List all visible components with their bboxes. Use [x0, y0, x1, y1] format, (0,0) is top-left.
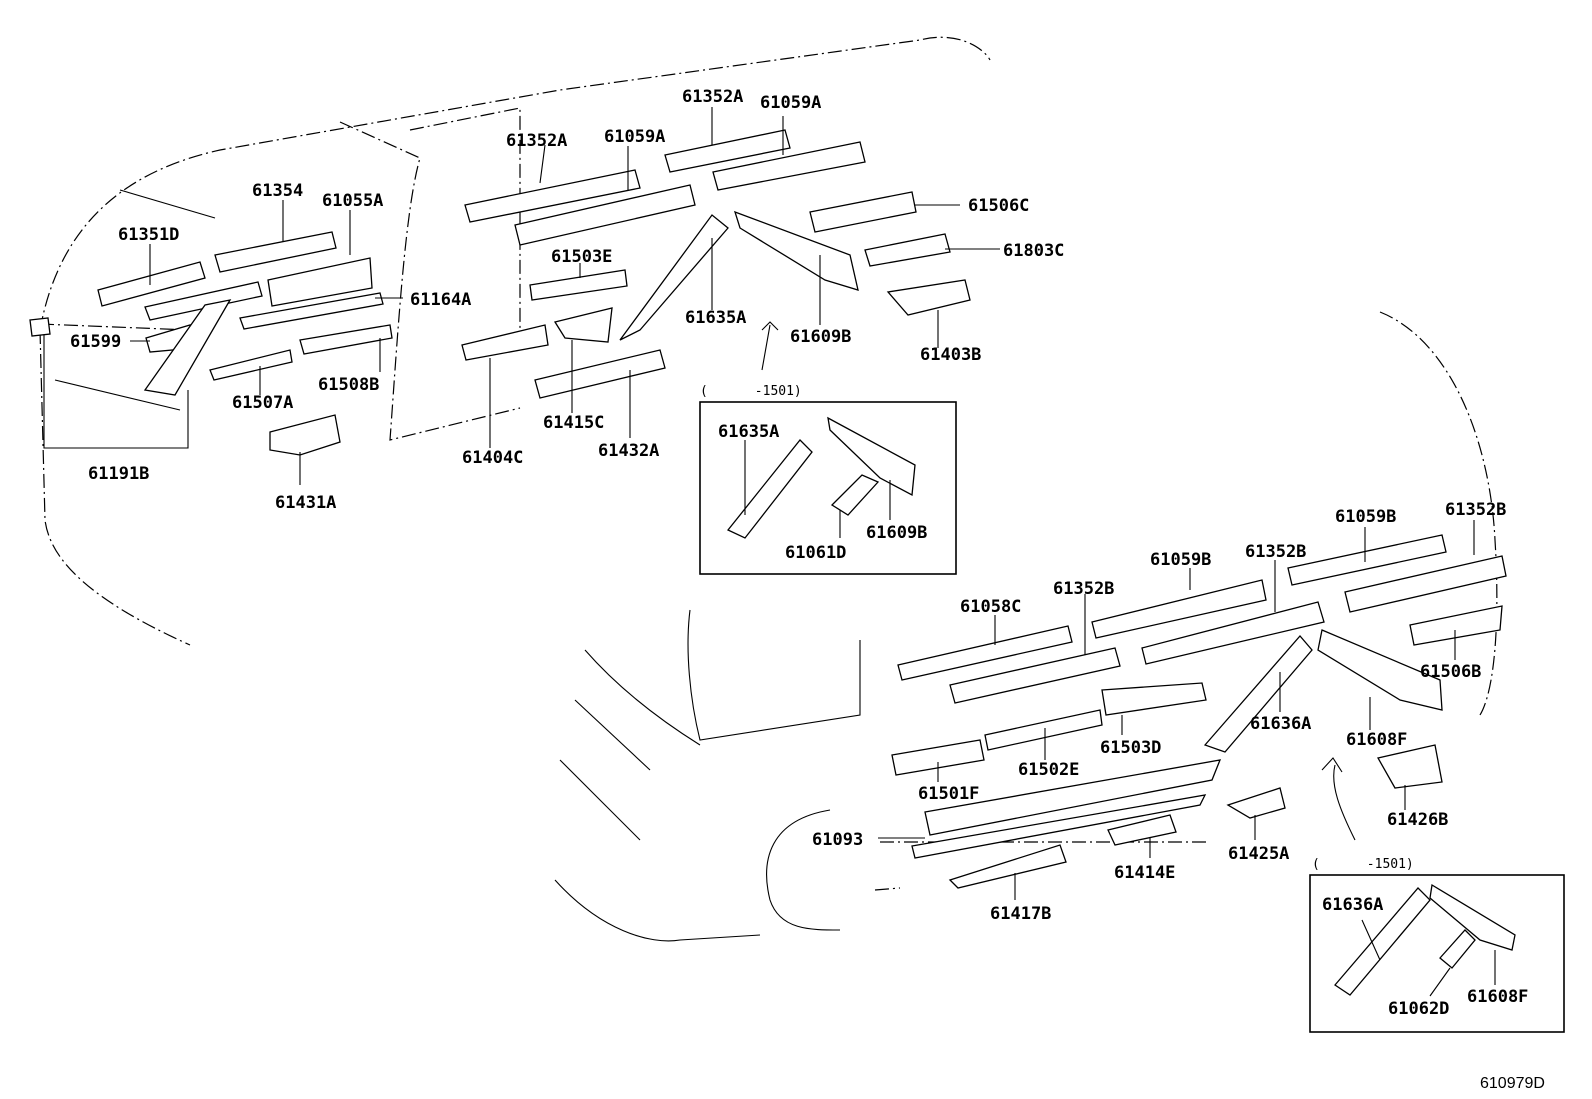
part-label: 61061D [785, 543, 846, 563]
part-label: 61636A [1322, 895, 1383, 915]
part-label: 61191B [88, 464, 149, 484]
part-label: 61352B [1245, 542, 1306, 562]
part-label: 61164A [410, 290, 471, 310]
part-label: 61059A [604, 127, 665, 147]
part-label: 61507A [232, 393, 293, 413]
part-label: 61506C [968, 196, 1029, 216]
inset-2-range: ( -1501) [1312, 857, 1414, 872]
part-label: 61352A [682, 87, 743, 107]
part-label: 61059B [1150, 550, 1211, 570]
part-label: 61352A [506, 131, 567, 151]
part-label: 61354 [252, 181, 303, 201]
part-label: 61635A [718, 422, 779, 442]
part-label: 61609B [790, 327, 851, 347]
part-label: 61508B [318, 375, 379, 395]
part-label: 61635A [685, 308, 746, 328]
part-label: 61599 [70, 332, 121, 352]
part-label: 61059B [1335, 507, 1396, 527]
part-label: 61502E [1018, 760, 1079, 780]
part-label: 61417B [990, 904, 1051, 924]
part-label: 61608F [1346, 730, 1407, 750]
diagram-reference-id: 610979D [1480, 1075, 1545, 1092]
part-label: 61404C [462, 448, 523, 468]
part-label: 61352B [1445, 500, 1506, 520]
part-label: 61426B [1387, 810, 1448, 830]
part-label: 61432A [598, 441, 659, 461]
part-label: 61351D [118, 225, 179, 245]
part-label: 61501F [918, 784, 979, 804]
part-label: 61055A [322, 191, 383, 211]
inset-box-1 [699, 401, 957, 575]
part-label: 61503E [551, 247, 612, 267]
part-label: 61803C [1003, 241, 1064, 261]
part-label: 61414E [1114, 863, 1175, 883]
inset-1-range: ( -1501) [700, 384, 802, 399]
part-label: 61062D [1388, 999, 1449, 1019]
part-label: 61058C [960, 597, 1021, 617]
part-label: 61403B [920, 345, 981, 365]
part-label: 61431A [275, 493, 336, 513]
part-label: 61636A [1250, 714, 1311, 734]
part-label: 61352B [1053, 579, 1114, 599]
part-label: 61093 [812, 830, 863, 850]
leader-lines [43, 107, 1496, 997]
inset-box-2 [1309, 874, 1565, 1033]
part-shapes [29, 129, 1516, 996]
part-label: 61425A [1228, 844, 1289, 864]
part-label: 61415C [543, 413, 604, 433]
part-label: 61059A [760, 93, 821, 113]
part-label: 61609B [866, 523, 927, 543]
part-label: 61503D [1100, 738, 1161, 758]
part-label: 61608F [1467, 987, 1528, 1007]
part-label: 61506B [1420, 662, 1481, 682]
part-labels: 61352A 61059A 61352A 61059A 61354 61055A… [70, 87, 1528, 1019]
